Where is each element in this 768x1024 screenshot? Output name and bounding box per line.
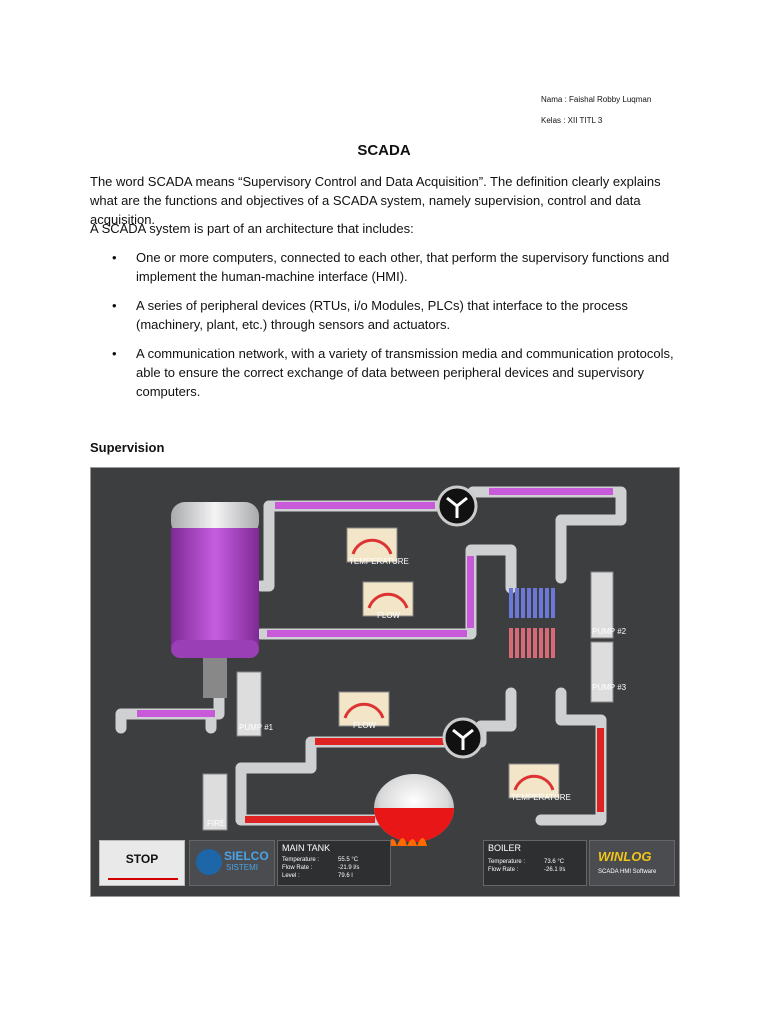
stop-indicator — [108, 878, 178, 880]
pump-switch-3[interactable] — [590, 641, 614, 703]
flow-arrows-red — [245, 728, 604, 823]
flow-arrows-purple — [137, 488, 613, 717]
sielco-logo-subtext: SISTEMI — [226, 863, 259, 872]
list-item-text: A communication network, with a variety … — [136, 346, 674, 399]
main-tank-title: MAIN TANK — [282, 843, 331, 853]
process-diagram: TEMPERATURE FLOW FLOW TEMPERATURE PUMP #… — [115, 485, 627, 846]
info-value: 55.5 °C — [338, 857, 359, 863]
gauge-label: TEMPERATURE — [511, 793, 571, 802]
scada-hmi-screenshot: TEMPERATURE FLOW FLOW TEMPERATURE PUMP #… — [90, 467, 680, 897]
stop-button[interactable]: STOP — [99, 840, 185, 886]
section-heading: Supervision — [90, 440, 165, 455]
gauge-label: FLOW — [353, 721, 377, 730]
fire-switch[interactable] — [202, 773, 228, 831]
pump-label: PUMP #1 — [239, 723, 274, 732]
gauge-flow-1 — [362, 581, 414, 617]
winlog-logo: WINLOG SCADA HMI Software — [589, 840, 675, 886]
bullet-icon: • — [112, 250, 117, 265]
sielco-logo-text: SIELCO — [224, 849, 269, 863]
heat-exchanger — [509, 588, 555, 658]
info-label: Temperature : — [488, 859, 526, 865]
boiler-title: BOILER — [488, 843, 522, 853]
info-value: 79.6 l — [338, 873, 353, 879]
gauge-label: FLOW — [377, 611, 401, 620]
gauge-flow-2 — [338, 691, 390, 727]
author-class: Kelas : XII TITL 3 — [541, 116, 603, 125]
pump-switch-1[interactable] — [236, 671, 262, 737]
stop-label: STOP — [125, 852, 159, 866]
pump-switch-2[interactable] — [590, 571, 614, 639]
bullet-icon: • — [112, 298, 117, 313]
info-label: Level : — [282, 873, 300, 879]
bullet-icon: • — [112, 346, 117, 361]
pump-label: PUMP #2 — [592, 627, 627, 636]
main-tank — [171, 502, 259, 698]
winlog-logo-subtext: SCADA HMI Software — [598, 869, 657, 875]
sielco-logo: SIELCO SISTEMI — [189, 840, 275, 886]
page-title: SCADA — [357, 142, 411, 159]
pump-fan-icon — [442, 717, 484, 759]
gauge-label: TEMPERATURE — [349, 557, 409, 566]
list-item-text: A series of peripheral devices (RTUs, i/… — [136, 298, 628, 332]
architecture-intro: A SCADA system is part of an architectur… — [90, 221, 414, 236]
gauge-temperature-1 — [346, 527, 398, 563]
sielco-icon — [196, 849, 222, 875]
fire-label: FIRE — [207, 819, 225, 828]
main-tank-info: MAIN TANK Temperature : 55.5 °C Flow Rat… — [277, 840, 391, 886]
list-item-text: One or more computers, connected to each… — [136, 250, 670, 284]
boiler-info: BOILER Temperature : 73.6 °C Flow Rate :… — [483, 840, 587, 886]
pump-fan-icon — [436, 485, 478, 527]
info-label: Flow Rate : — [488, 867, 519, 873]
info-label: Temperature : — [282, 857, 320, 863]
boiler — [374, 774, 454, 846]
info-label: Flow Rate : — [282, 865, 313, 871]
info-value: -21.9 l/s — [338, 865, 360, 871]
gauge-temperature-2 — [508, 763, 560, 799]
author-name: Nama : Faishal Robby Luqman — [541, 95, 652, 104]
info-value: 73.6 °C — [544, 859, 565, 865]
winlog-logo-text: WINLOG — [598, 849, 652, 864]
pump-label: PUMP #3 — [592, 683, 627, 692]
info-value: -26.1 l/s — [544, 867, 566, 873]
intro-paragraph: The word SCADA means “Supervisory Contro… — [90, 174, 661, 227]
